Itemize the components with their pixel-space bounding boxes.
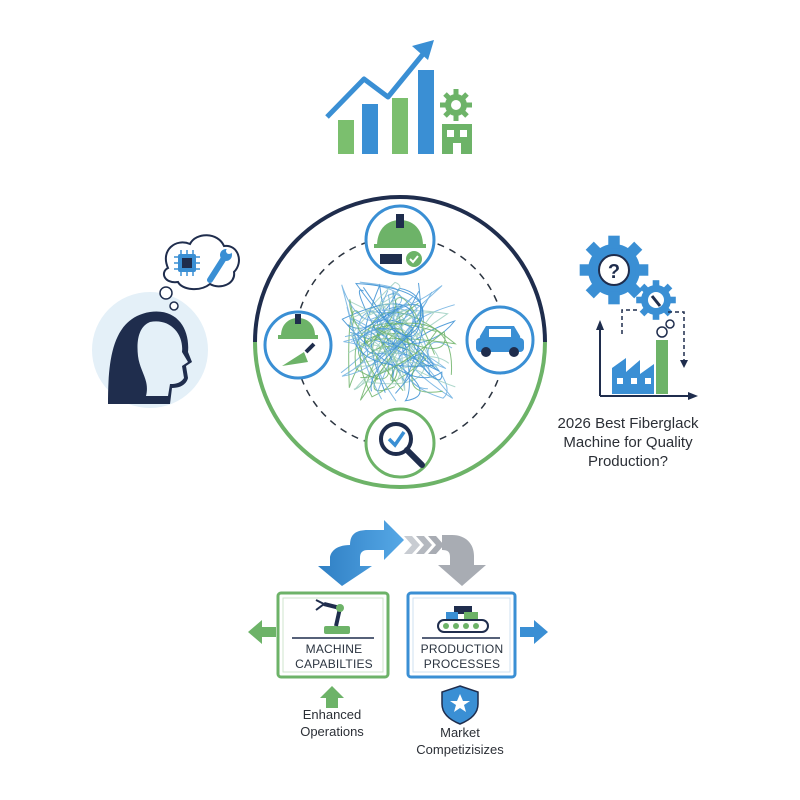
gear-tooth xyxy=(635,264,649,276)
gear-tooth xyxy=(662,306,673,317)
fiber-strand xyxy=(368,297,436,362)
hard-hat-check-icon[interactable] xyxy=(364,204,436,276)
gear-tooth xyxy=(652,280,660,288)
chevron-arrows xyxy=(404,536,444,554)
gear-tooth xyxy=(625,281,643,299)
magnifier-check-icon[interactable] xyxy=(364,407,436,479)
robot-arm-icon xyxy=(315,599,350,634)
left-arrow-icon xyxy=(248,620,276,644)
gear-factory-icon xyxy=(440,89,472,154)
up-arrow-icon xyxy=(320,686,344,708)
question-gears-icon: ? xyxy=(579,235,676,320)
question-line-2: Machine for Quality xyxy=(563,434,693,451)
bar-chart-rising-arrow-icon xyxy=(325,40,434,154)
fiber-strand xyxy=(382,312,435,387)
gear-tooth xyxy=(585,241,603,259)
machine-label-line-2: CAPABILTIES xyxy=(295,657,373,671)
hard-hat-trowel-icon[interactable] xyxy=(263,310,333,380)
fiber-strand xyxy=(354,282,424,392)
fiber-strand xyxy=(350,318,423,392)
fiber-strand xyxy=(360,322,452,379)
fiber-strand xyxy=(354,323,443,393)
gear-tooth xyxy=(662,283,673,294)
gear-tooth xyxy=(639,283,650,294)
cycle-arrow-blue xyxy=(318,520,404,586)
gear-tooth xyxy=(608,235,620,249)
wrench-icon xyxy=(207,248,232,283)
production-label-line-1: PRODUCTION xyxy=(420,642,504,656)
market-line-1: Market xyxy=(440,725,480,740)
key-question: 2026 Best Fiberglack Machine for Quality… xyxy=(548,414,708,471)
tangled-fibers xyxy=(340,281,457,402)
right-arrow-icon xyxy=(520,620,548,644)
fiber-strand xyxy=(350,303,416,358)
enhanced-operations-caption: Enhanced Operations xyxy=(282,706,382,740)
enhanced-line-2: Operations xyxy=(300,724,364,739)
chip-icon xyxy=(174,250,200,276)
enhanced-line-1: Enhanced xyxy=(302,707,362,722)
question-line-3: Production? xyxy=(587,453,669,470)
gear-tooth xyxy=(608,291,620,305)
machine-capabilities-box[interactable] xyxy=(276,591,390,679)
cycle-arrow-gray xyxy=(438,535,486,586)
machine-capabilities-label: MACHINE CAPABILTIES xyxy=(284,642,384,672)
gear-tooth xyxy=(636,296,644,304)
gear-tooth xyxy=(625,241,643,259)
fiber-strand xyxy=(341,291,433,377)
svg-text:?: ? xyxy=(608,261,620,283)
gear-tooth xyxy=(668,296,676,304)
market-caption: Market Competizisizes xyxy=(400,724,520,758)
shield-star-icon xyxy=(441,685,479,725)
factory-flow-icon xyxy=(596,309,698,400)
gear-tooth xyxy=(585,281,603,299)
gear-tooth xyxy=(579,264,593,276)
gear-tooth xyxy=(652,312,660,320)
production-processes-box[interactable] xyxy=(406,591,517,679)
car-icon[interactable] xyxy=(465,305,535,375)
conveyor-icon xyxy=(422,606,500,639)
question-line-1: 2026 Best Fiberglack xyxy=(557,415,699,432)
machine-label-line-1: MACHINE xyxy=(305,642,363,656)
production-label-line-2: PROCESSES xyxy=(423,657,501,671)
production-processes-label: PRODUCTION PROCESSES xyxy=(412,642,512,672)
fiber-strand xyxy=(341,284,414,353)
person-thinking-icon xyxy=(92,234,240,408)
market-line-2: Competizisizes xyxy=(416,742,504,757)
gear-tooth xyxy=(639,306,650,317)
